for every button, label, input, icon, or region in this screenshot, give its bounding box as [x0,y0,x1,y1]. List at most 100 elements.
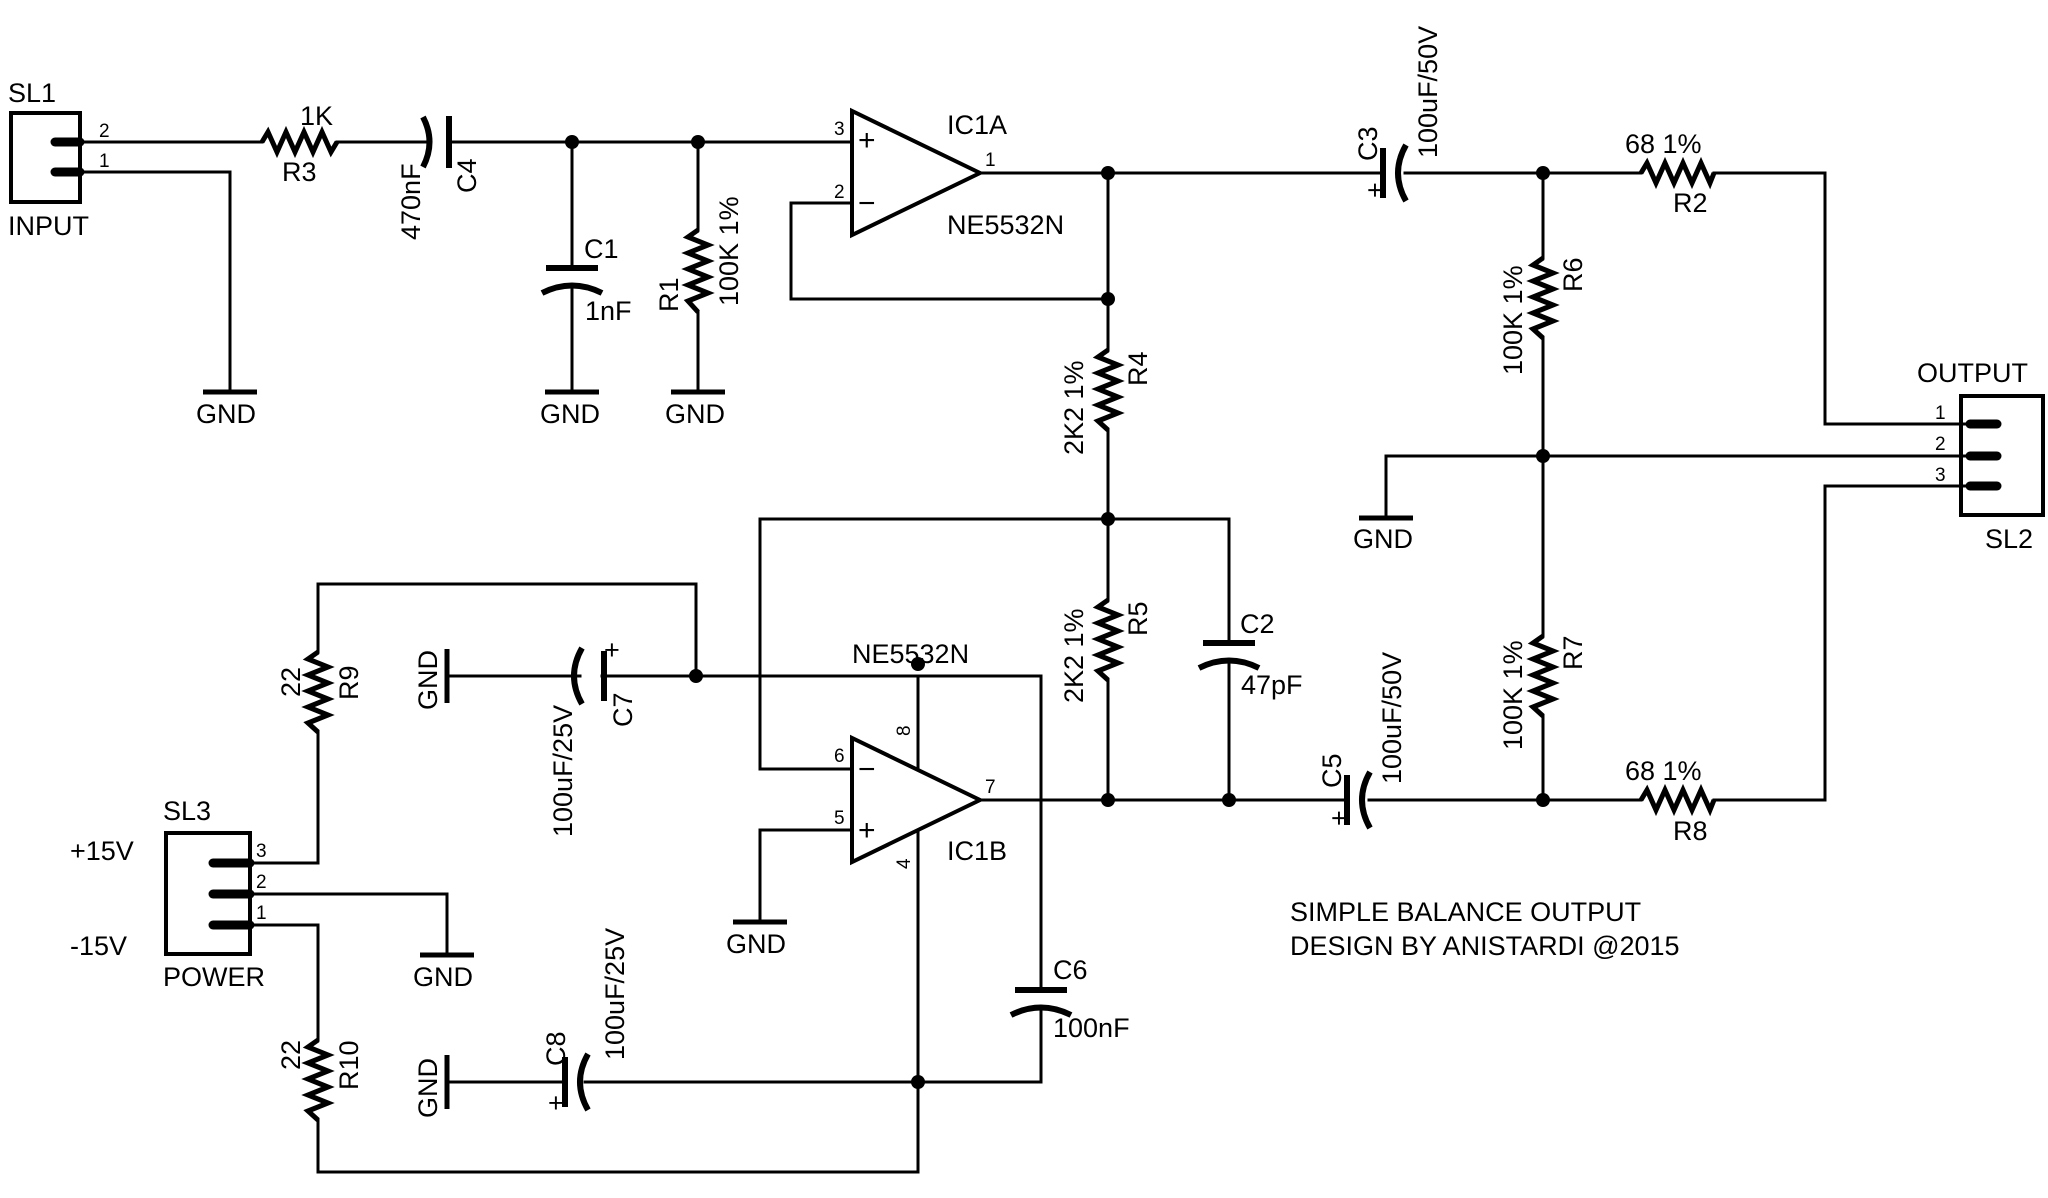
wire-sl2-pin2-gnd [1384,454,1957,520]
capacitor-polarity: + [604,635,620,665]
connector-value: INPUT [8,211,89,241]
wire-r10-to-sl3-pin1 [261,923,320,1042]
resistor-value: 68 1% [1625,756,1702,786]
resistor-r3: 1K R3 [259,101,340,187]
opamp-name: IC1B [947,836,1007,866]
opamp-triangle [850,107,985,239]
pin-number: 8 [894,725,915,736]
resistor-name: R5 [1123,601,1153,636]
resistor-value: 100K 1% [1498,265,1528,375]
resistor-value: 100K 1% [1498,640,1528,750]
capacitor-c3: + C3 100uF/50V [1353,26,1443,203]
ground-label: GND [413,650,443,710]
resistor-r9: 22 R9 [276,649,364,734]
pin-number: 5 [834,808,845,829]
resistor-zigzag [259,125,340,159]
junction [1101,166,1115,180]
capacitor-value: 100uF/50V [1377,652,1407,784]
resistor-name: R7 [1558,635,1588,670]
junction [1536,166,1550,180]
ground-label: GND [665,399,725,429]
capacitor-name: C1 [584,234,619,264]
resistor-name: R9 [334,665,364,700]
resistor-name: R4 [1123,351,1153,386]
pin-number: 2 [834,182,845,203]
junction [1222,793,1236,807]
connector-name: SL3 [163,796,211,826]
wire-c6-bottom [916,1005,1043,1084]
pin-number: 1 [99,151,110,172]
resistor-value: 22 [276,667,306,697]
opamp-ic1b: − + 6 5 7 8 4 IC1B NE5532N [834,639,1007,869]
opamp-part: NE5532N [947,210,1064,240]
pin-number: 1 [985,150,996,171]
capacitor-name: C6 [1053,955,1088,985]
connector-name: SL1 [8,78,56,108]
junction [1101,292,1115,306]
note-line-1: SIMPLE BALANCE OUTPUT [1290,897,1641,927]
wire-ic1b-minus-loop [758,517,1231,771]
wire-ic1b-plus-gnd [758,828,859,924]
pin-number: 3 [1935,465,1946,486]
connector-sl1: SL1 INPUT 2 1 [8,78,110,241]
resistor-value: 22 [276,1040,306,1070]
capacitor-value: 470nF [396,163,426,240]
resistor-zigzag [1526,255,1560,340]
wire-sl3-pin2-gnd [261,892,449,957]
wire-r8-to-sl2-pin3 [1712,484,1957,802]
resistor-zigzag [1638,156,1717,190]
capacitor-curved-plate [571,646,585,706]
resistor-r5: 2K2 1% R5 [1059,597,1153,703]
capacitor-c5: + C5 100uF/50V [1317,652,1407,830]
capacitor-curved-plate [577,1052,591,1112]
wire-r2-to-sl2-pin1 [1712,171,1957,426]
opamp-minus-sign: − [858,187,876,220]
resistor-r8: 68 1% R8 [1625,756,1717,846]
design-note: SIMPLE BALANCE OUTPUT DESIGN BY ANISTARD… [1290,897,1680,961]
connector-sl3: SL3 POWER 3 2 1 +15V -15V [70,796,267,992]
opamp-name: IC1A [947,110,1007,140]
note-line-2: DESIGN BY ANISTARDI @2015 [1290,931,1680,961]
resistor-r6: 100K 1% R6 [1498,255,1588,375]
junction [1536,793,1550,807]
capacitor-value: 100nF [1053,1013,1130,1043]
pin-number: 4 [894,858,915,869]
resistor-value: 100K 1% [714,196,744,306]
capacitor-name: C5 [1317,753,1347,788]
opamp-plus-sign: + [858,124,876,157]
capacitor-name: C8 [541,1031,571,1066]
resistor-value: 2K2 1% [1059,608,1089,703]
pin-number: 1 [1935,403,1946,424]
pin-number: 3 [256,841,267,862]
ground-symbols: GND GND GND GND GND GND GND GND [196,389,1413,1118]
resistor-zigzag [1091,597,1125,682]
resistor-zigzag [301,1037,335,1122]
resistor-name: R3 [282,157,317,187]
wire-vcc-r9 [316,582,698,678]
supply-label-positive: +15V [70,836,134,866]
connector-name: SL2 [1985,524,2033,554]
resistor-zigzag [1638,783,1717,817]
junction [565,135,579,149]
resistor-r7: 100K 1% R7 [1498,633,1588,750]
capacitor-value: 100uF/25V [600,928,630,1060]
junction [689,669,703,683]
resistor-value: 1K [300,101,333,131]
capacitor-name: C2 [1240,609,1275,639]
opamp-plus-sign: + [858,814,876,847]
capacitor-c6: C6 100nF [1009,955,1130,1043]
connector-value: POWER [163,962,265,992]
opamp-minus-sign: − [858,753,876,786]
capacitor-value: 100uF/50V [1413,26,1443,158]
pin-number: 2 [1935,434,1946,455]
ground-label: GND [196,399,256,429]
resistor-r10: 22 R10 [276,1037,364,1122]
capacitor-value: 100uF/25V [548,705,578,837]
resistor-r4: 2K2 1% R4 [1059,347,1153,455]
pin-number: 7 [985,777,996,798]
resistor-zigzag [1526,633,1560,718]
resistor-zigzag [1091,347,1125,432]
resistor-name: R8 [1673,816,1708,846]
resistor-zigzag [681,227,715,314]
